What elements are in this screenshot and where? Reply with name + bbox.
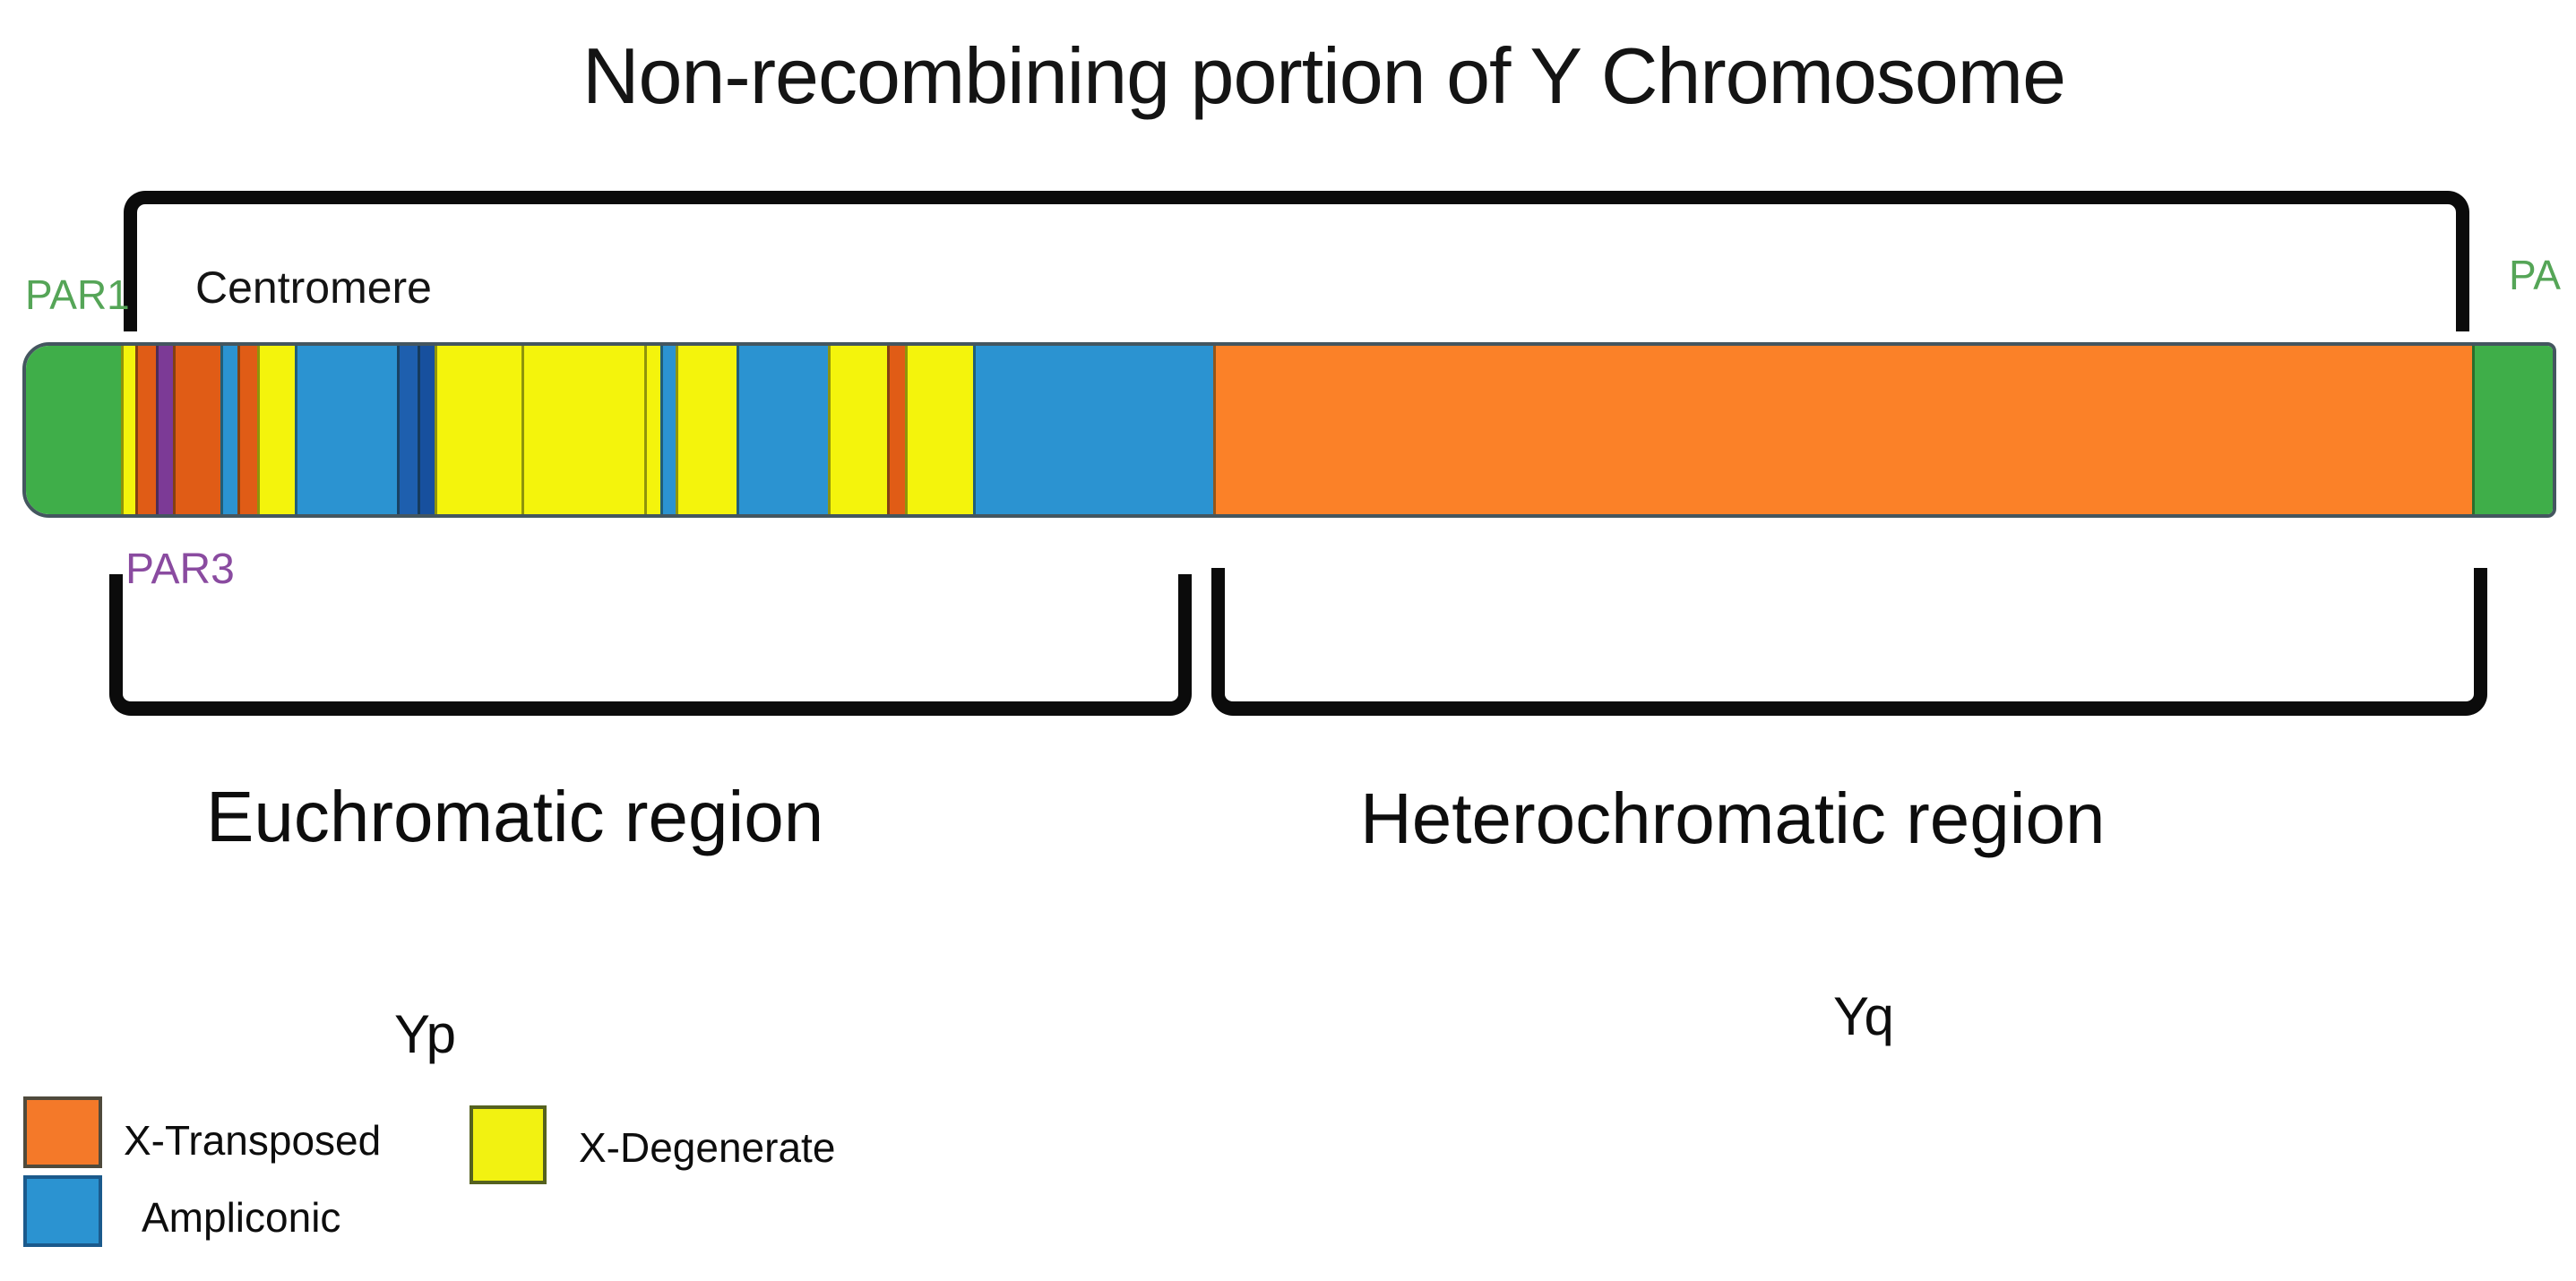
par2-label: PA [2509,252,2561,298]
legend-label-x-degenerate: X-Degenerate [579,1124,836,1171]
legend-label-x-transposed: X-Transposed [124,1117,382,1164]
legend-swatch-x-transposed [23,1096,102,1168]
diagram-title: Non-recombining portion of Y Chromosome [582,31,2066,120]
segment-ampliconic-2 [295,346,397,514]
euchromatic-region-label: Euchromatic region [206,777,824,856]
segment-par1 [26,346,121,514]
segment-centromere-band-1 [396,346,418,514]
segment-x-degenerate-7 [828,346,887,514]
legend-swatch-ampliconic [23,1175,102,1247]
legend-swatch-x-degenerate [470,1105,547,1184]
heterochromatic-region-label: Heterochromatic region [1360,778,2106,858]
segment-x-transposed-1 [134,346,156,514]
segment-x-degenerate-1 [120,346,135,514]
par1-label: PAR1 [25,271,130,318]
segment-par3 [155,346,173,514]
euchromatic-bracket [109,574,1192,716]
centromere-label: Centromere [195,262,432,313]
heterochromatic-bracket [1211,568,2487,716]
yq-arm-label: Yq [1833,986,1894,1046]
par3-label: PAR3 [125,546,235,593]
segment-ampliconic-4 [736,346,829,514]
segment-ampliconic-1 [220,346,238,514]
segment-x-degenerate-5 [643,346,661,514]
segment-ampliconic-3 [660,346,676,514]
segment-par2 [2471,346,2553,514]
legend-label-ampliconic: Ampliconic [142,1194,341,1241]
non-recombining-bracket [124,191,2469,331]
yp-arm-label: Yp [394,1004,456,1064]
segment-x-transposed-4 [886,346,905,514]
segment-x-degenerate-4 [521,346,644,514]
segment-x-degenerate-3 [434,346,522,514]
segment-heterochromatic [1212,346,2472,514]
segment-x-degenerate-2 [257,346,296,514]
segment-x-degenerate-8 [904,346,973,514]
chromosome-bar [22,342,2556,518]
segment-x-degenerate-6 [675,346,737,514]
segment-x-transposed-3 [237,346,258,514]
segment-x-transposed-2 [172,346,221,514]
segment-centromere-band-2 [417,346,435,514]
segment-ampliconic-5 [972,346,1213,514]
